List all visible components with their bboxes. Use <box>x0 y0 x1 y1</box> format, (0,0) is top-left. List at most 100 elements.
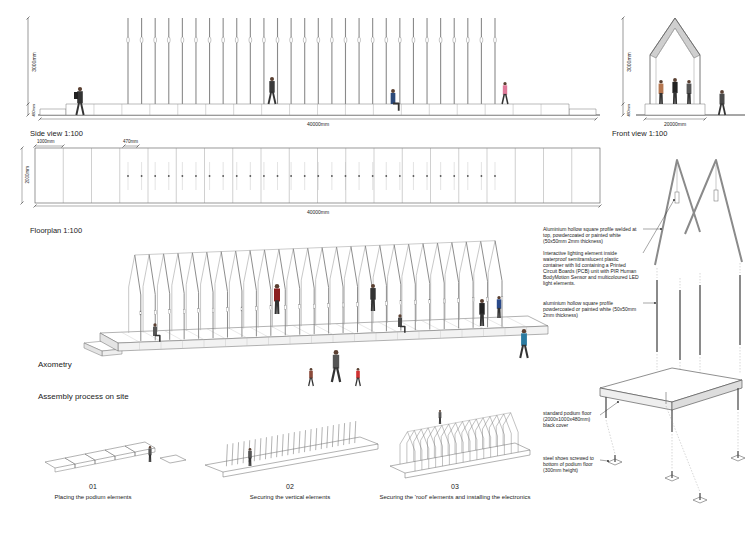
dimension-label: 480mm <box>32 103 37 117</box>
profile-plan-dot <box>385 175 387 177</box>
person-leg <box>525 345 528 358</box>
frame-back <box>129 255 135 333</box>
assembly-guide <box>700 357 701 374</box>
vertical-profile <box>359 18 360 104</box>
sketch-profile <box>293 432 294 454</box>
podium-joint <box>205 104 206 115</box>
person-leg <box>275 300 278 314</box>
podium-joint <box>374 148 375 203</box>
podium-side <box>672 380 742 410</box>
step-number: 01 <box>83 483 103 491</box>
sketch-profile <box>310 429 311 451</box>
sketch-profile <box>277 435 278 457</box>
person-leg <box>76 102 79 115</box>
assembly-guide <box>657 268 658 278</box>
frame-front <box>236 251 242 337</box>
podium-front <box>118 326 548 351</box>
person-head <box>357 368 360 371</box>
podium-joint <box>204 340 205 348</box>
podium-joint <box>419 331 420 339</box>
profile-plan <box>386 162 387 190</box>
podium-step <box>40 109 66 115</box>
podium-joint <box>515 148 516 203</box>
profile-plan-dot <box>249 175 251 177</box>
podium-side <box>600 388 672 410</box>
leader-line <box>643 303 655 304</box>
vertical-profile <box>291 18 292 104</box>
person-head <box>78 87 82 91</box>
dimension-tick <box>62 145 65 148</box>
lighting-element <box>212 308 214 312</box>
person-body <box>269 81 274 93</box>
dimension-line <box>40 119 596 120</box>
sketch-profile <box>332 425 333 447</box>
lighting-element <box>249 37 252 43</box>
frame-front <box>452 242 459 328</box>
vertical-profile <box>399 18 400 104</box>
sketch-podium <box>160 455 186 463</box>
person-figure <box>148 446 151 462</box>
profile-plan <box>141 162 142 190</box>
profile-plan <box>236 162 237 190</box>
person-head <box>334 350 339 355</box>
sketch-frame <box>434 425 449 465</box>
person-leg <box>250 458 252 466</box>
frame-back <box>373 245 380 323</box>
podium-joint <box>505 328 506 336</box>
lighting-element <box>344 37 347 43</box>
vertical-profile <box>168 18 169 104</box>
leader-line <box>643 200 674 253</box>
profile-plan <box>345 162 346 190</box>
podium-joint <box>176 148 177 203</box>
dimension-label: 480mm <box>627 103 632 117</box>
podium-leg <box>605 397 606 418</box>
person-legs <box>393 103 399 110</box>
profile-plan <box>182 162 183 190</box>
dimension-tick <box>123 145 126 148</box>
podium-joint <box>314 325 333 335</box>
podium-leg <box>666 392 667 404</box>
steel-shoe-stub <box>737 451 738 458</box>
sketch-line <box>135 452 136 456</box>
sketch-frame <box>414 429 429 469</box>
dimension-tick <box>644 118 647 121</box>
sketch-frame <box>462 420 477 460</box>
frame-back <box>459 242 466 320</box>
sketch-line <box>95 460 96 464</box>
profile-plan-dot <box>372 175 374 177</box>
person-leg <box>268 92 271 104</box>
lighting-element <box>284 305 286 309</box>
person-figure <box>479 299 484 326</box>
dimension-label: 470mm <box>123 139 147 144</box>
sketch-line <box>75 464 76 468</box>
podium-joint <box>247 338 248 346</box>
profile-plan-dot <box>222 175 224 177</box>
person-head <box>720 90 724 94</box>
frame-back <box>201 252 207 330</box>
lighting-element <box>398 37 401 43</box>
sketch-profile <box>327 426 328 448</box>
podium-joint <box>271 326 290 336</box>
profile-plan <box>399 162 400 190</box>
podium-end <box>100 333 118 351</box>
person-leg <box>356 378 358 386</box>
lighting-element <box>127 37 130 43</box>
vertical-profile <box>331 18 332 104</box>
person-leg <box>249 458 251 466</box>
sketch-frame <box>441 424 456 464</box>
vertical-profile <box>223 18 224 104</box>
lighting-element <box>299 305 301 309</box>
dimension-label: 3000mm <box>626 50 632 74</box>
person-leg <box>661 93 663 104</box>
profile-plan-dot <box>317 175 319 177</box>
person-figure <box>370 284 375 311</box>
hanging-wire <box>677 165 678 192</box>
sketch-profile <box>338 424 339 446</box>
frame-front <box>221 252 227 338</box>
podium-joint <box>402 148 403 203</box>
vertical-profile <box>656 280 658 352</box>
sketch-frame <box>407 430 422 470</box>
person-body <box>398 318 402 327</box>
person-leg <box>659 93 661 104</box>
